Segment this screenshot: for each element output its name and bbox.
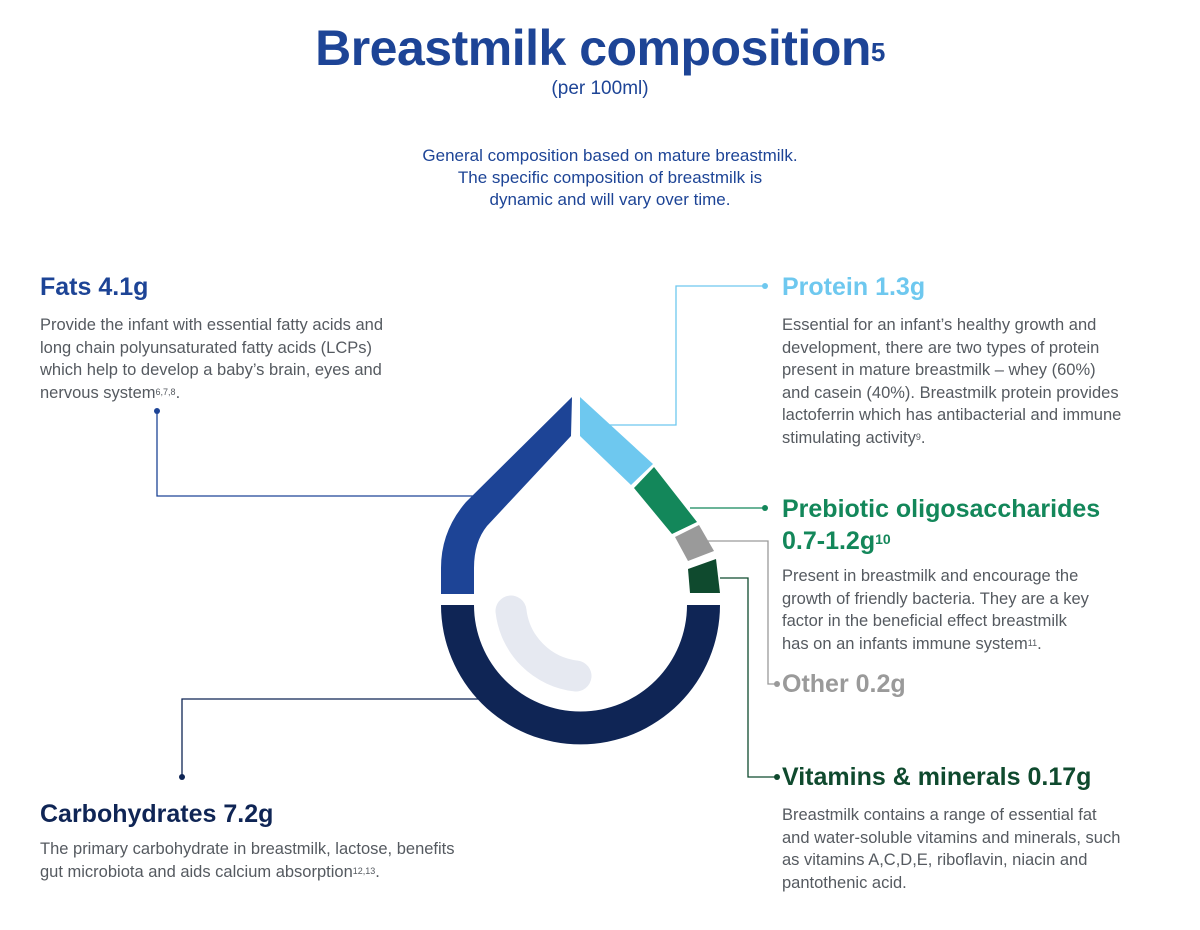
prebiotic-heading: Prebiotic oligosaccharides xyxy=(782,495,1101,523)
prebiotic-line: growth of friendly bacteria. They are a … xyxy=(782,589,1089,608)
vitamins-connector xyxy=(720,577,778,778)
protein-line: lactoferrin which has antibacterial and … xyxy=(782,406,1122,424)
title-text: Breastmilk composition xyxy=(315,20,871,76)
vitamins-segment xyxy=(688,559,720,593)
fats-description: Provide the infant with essential fatty … xyxy=(40,314,460,404)
prebiotic-amount-text: 0.7-1.2g xyxy=(782,527,876,555)
protein-line: Essential for an infant’s healthy growth… xyxy=(782,316,1097,334)
carbohydrates-connector xyxy=(181,698,486,776)
fats-end: . xyxy=(175,383,181,402)
prebiotic-segment xyxy=(634,467,697,534)
carbohydrates-heading: Carbohydrates 7.2g xyxy=(40,800,274,828)
protein-end: . xyxy=(920,428,926,447)
other-connector xyxy=(707,540,778,685)
page-subtitle: (per 100ml) xyxy=(551,78,649,99)
fats-segment xyxy=(441,397,572,594)
prebiotic-reference: 11 xyxy=(1027,637,1038,648)
protein-segment xyxy=(580,397,653,485)
vitamins-line: pantothenic acid. xyxy=(782,873,907,892)
fats-reference: 6,7,8 xyxy=(155,386,176,397)
fats-line: which help to develop a baby’s brain, ey… xyxy=(40,361,382,379)
other-segment xyxy=(675,525,714,561)
fats-line: Provide the infant with essential fatty … xyxy=(40,316,384,334)
carbohydrates-line: The primary carbohydrate in breastmilk, … xyxy=(40,840,455,858)
prebiotic-description: Present in breastmilk and encourage the … xyxy=(782,565,1162,655)
other-dot xyxy=(774,681,780,687)
drop-highlight xyxy=(495,595,592,692)
carbohydrates-segment xyxy=(441,605,720,745)
intro-text: General composition based on mature brea… xyxy=(350,145,870,211)
protein-line: present in mature breastmilk – whey (60%… xyxy=(782,361,1096,379)
carbohydrates-reference: 12,13 xyxy=(352,865,376,876)
fats-last-line: nervous system xyxy=(40,383,156,402)
intro-line: The specific composition of breastmilk i… xyxy=(457,168,763,187)
fats-heading: Fats 4.1g xyxy=(40,273,149,301)
protein-line: development, there are two types of prot… xyxy=(782,338,1100,357)
prebiotic-dot xyxy=(762,505,768,511)
fats-line: nervous system6,7,8. xyxy=(40,382,460,405)
carbohydrates-dot xyxy=(179,774,185,780)
carbohydrates-last-line: gut microbiota and aids calcium absorpti… xyxy=(40,862,353,881)
protein-line: and casein (40%). Breastmilk protein pro… xyxy=(782,383,1119,402)
carbohydrates-line: gut microbiota and aids calcium absorpti… xyxy=(40,861,520,884)
fats-connector xyxy=(156,412,475,497)
protein-heading: Protein 1.3g xyxy=(782,273,926,301)
protein-last-line: stimulating activity xyxy=(782,428,916,447)
prebiotic-line: Present in breastmilk and encourage the xyxy=(782,567,1079,585)
intro-line: dynamic and will vary over time. xyxy=(489,190,731,209)
vitamins-dot xyxy=(774,774,780,780)
vitamins-line: and water-soluble vitamins and minerals,… xyxy=(782,828,1121,847)
carbohydrates-end: . xyxy=(375,862,380,881)
protein-reference: 9 xyxy=(915,431,921,442)
protein-connector xyxy=(597,285,763,426)
prebiotic-end: . xyxy=(1037,634,1042,653)
fats-dot xyxy=(154,408,160,414)
protein-dot xyxy=(762,283,768,289)
vitamins-line: as vitamins A,C,D,E, riboflavin, niacin … xyxy=(782,851,1088,869)
protein-description: Essential for an infant’s healthy growth… xyxy=(782,314,1182,449)
other-heading: Other 0.2g xyxy=(782,670,906,698)
vitamins-heading: Vitamins & minerals 0.17g xyxy=(782,763,1092,791)
prebiotic-amount: 0.7-1.2g10 xyxy=(782,525,891,557)
protein-line: stimulating activity9. xyxy=(782,427,1182,450)
prebiotic-line: has on an infants immune system11. xyxy=(782,633,1162,656)
carbohydrates-description: The primary carbohydrate in breastmilk, … xyxy=(40,838,520,883)
page-title: Breastmilk composition5 xyxy=(0,18,1200,78)
title-reference: 5 xyxy=(870,37,885,67)
prebiotic-last-line: has on an infants immune system xyxy=(782,634,1028,653)
prebiotic-line: factor in the beneficial effect breastmi… xyxy=(782,612,1067,630)
vitamins-description: Breastmilk contains a range of essential… xyxy=(782,804,1162,894)
intro-line: General composition based on mature brea… xyxy=(422,146,798,165)
vitamins-line: Breastmilk contains a range of essential… xyxy=(782,806,1097,824)
fats-line: long chain polyunsaturated fatty acids (… xyxy=(40,338,373,357)
prebiotic-heading-reference: 10 xyxy=(875,531,891,547)
